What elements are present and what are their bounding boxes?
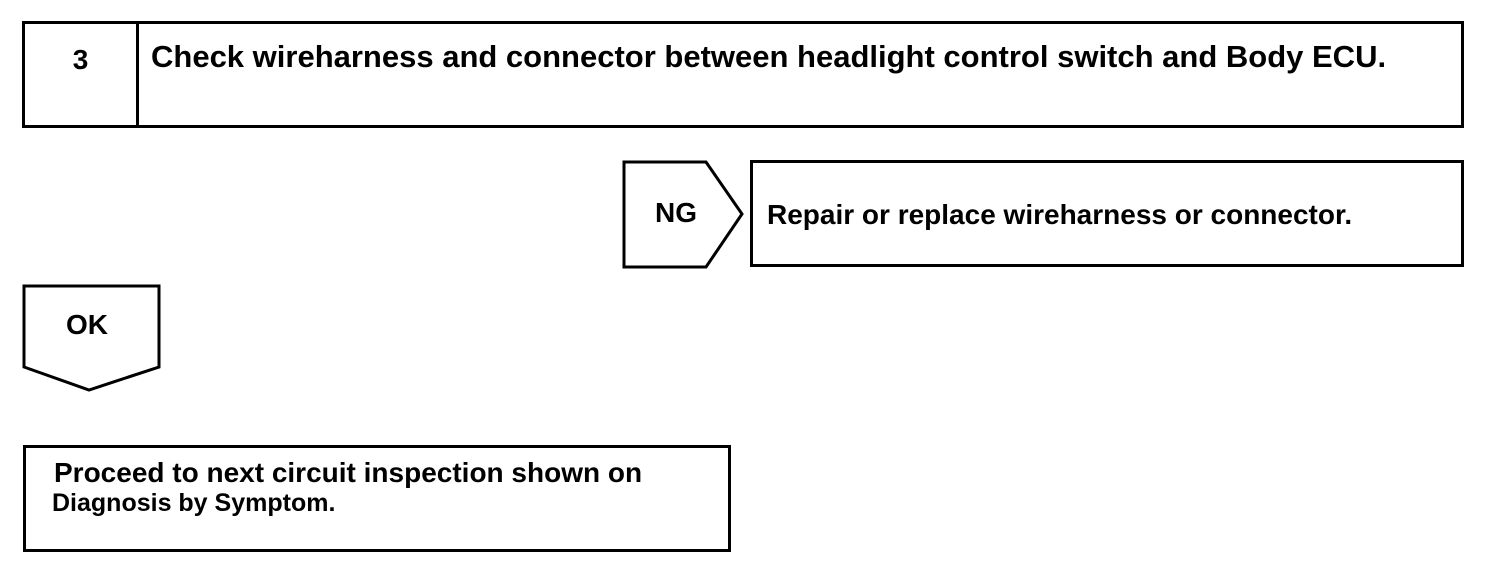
step-header-box: 3 Check wireharness and connector betwee… bbox=[22, 21, 1464, 128]
result-line-1: Proceed to next circuit inspection shown… bbox=[54, 457, 643, 488]
ng-action-box: Repair or replace wireharness or connect… bbox=[750, 160, 1464, 267]
ng-action-text: Repair or replace wireharness or connect… bbox=[767, 199, 1353, 230]
result-text: Proceed to next circuit inspection shown… bbox=[52, 457, 714, 518]
result-box: Proceed to next circuit inspection shown… bbox=[23, 445, 731, 552]
ng-label: NG bbox=[655, 197, 697, 228]
step-number: 3 bbox=[72, 44, 89, 75]
step-title: Check wireharness and connector between … bbox=[151, 39, 1387, 74]
step-number-cell: 3 bbox=[25, 24, 139, 125]
ok-label: OK bbox=[66, 309, 108, 340]
result-line-2: Diagnosis by Symptom. bbox=[52, 489, 336, 517]
